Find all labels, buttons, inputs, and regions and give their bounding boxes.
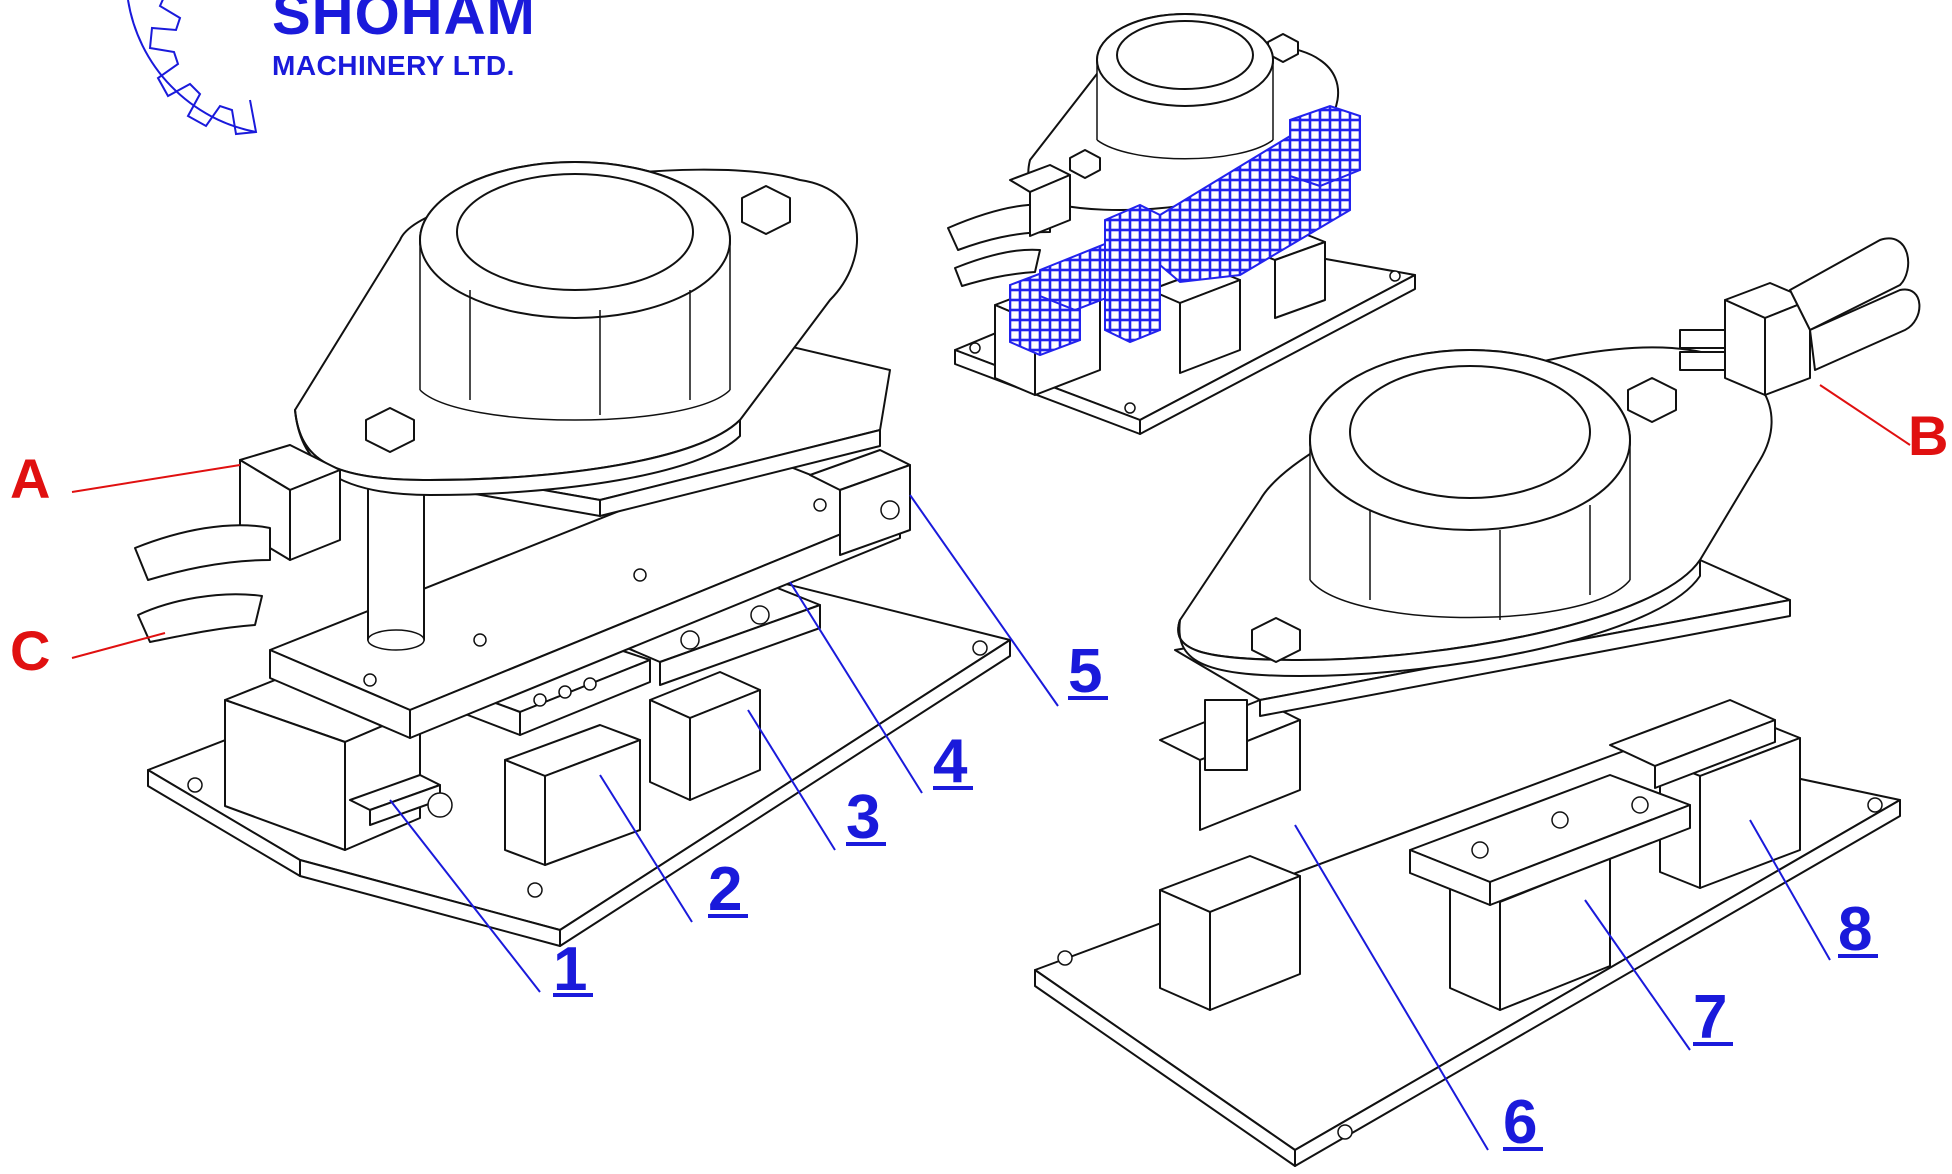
- callout-3: 3: [846, 783, 880, 852]
- mesh-highlight: [1009, 104, 1361, 357]
- machine-left: [134, 161, 1011, 947]
- leader-lines: [71, 384, 1911, 1151]
- brand-subtitle: MACHINERY LTD.: [272, 50, 515, 81]
- callout-1: 1: [553, 935, 587, 1004]
- callout-8: 8: [1838, 895, 1872, 964]
- callout-5: 5: [1068, 637, 1102, 706]
- callout-4: 4: [933, 727, 968, 796]
- callout-numbers: 1 2 3 4 5 6 7 8: [553, 637, 1878, 1157]
- machine-top: [947, 13, 1416, 435]
- callout-letters: A B C: [10, 404, 1948, 682]
- callout-7: 7: [1693, 983, 1727, 1052]
- callout-C: C: [10, 619, 50, 682]
- machine-right: [1034, 237, 1921, 1167]
- brand-name: SHOHAM: [272, 0, 536, 47]
- callout-B: B: [1908, 404, 1948, 467]
- callout-A: A: [10, 447, 50, 510]
- callout-2: 2: [708, 855, 742, 924]
- gear-logo-icon: [127, 0, 258, 136]
- callout-6: 6: [1503, 1088, 1537, 1157]
